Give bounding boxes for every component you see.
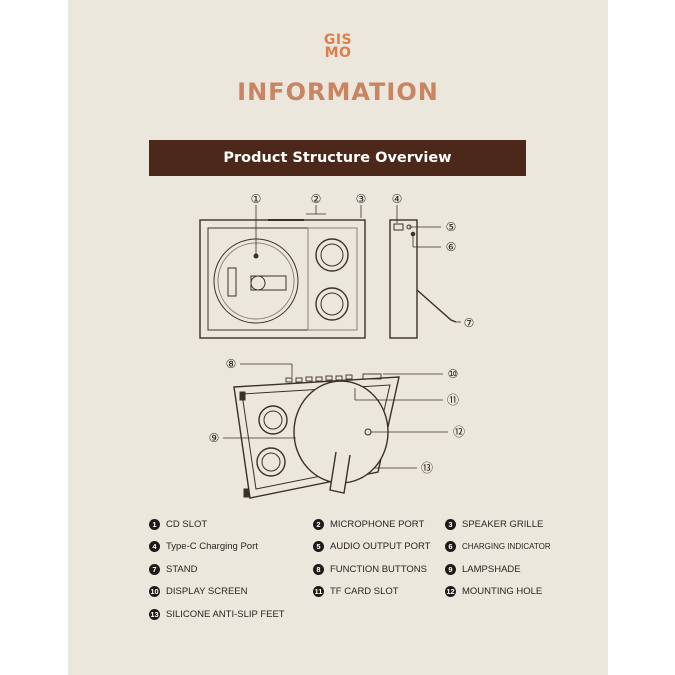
callout-12: ⑫ (453, 425, 465, 439)
speaker-bottom (315, 287, 349, 321)
callout-9: ⑨ (209, 431, 220, 445)
legend-number: 9 (445, 564, 456, 575)
callout-1: ① (251, 192, 262, 206)
speaker-top-inner (320, 243, 344, 267)
legend-label: LAMPSHADE (462, 564, 521, 575)
callout-10: ⑩ (448, 367, 459, 381)
legend-label: AUDIO OUTPUT PORT (330, 541, 431, 552)
side-stand (416, 289, 457, 323)
back-button-7 (345, 374, 353, 380)
legend-item: 5 AUDIO OUTPUT PORT (313, 541, 430, 552)
legend-label: MICROPHONE PORT (330, 519, 425, 530)
side-view (389, 219, 457, 339)
foot-2 (243, 488, 250, 498)
legend-label: DISPLAY SCREEN (166, 586, 248, 597)
speaker-bottom-inner (320, 292, 344, 316)
legend-item: 8 FUNCTION BUTTONS (313, 564, 427, 575)
callout-2: ② (311, 192, 322, 206)
cd-hub (250, 275, 266, 291)
legend-number: 2 (313, 519, 324, 530)
front-frame (199, 219, 366, 339)
side-body (389, 219, 418, 339)
back-button-6 (335, 375, 343, 381)
back-button-2 (295, 377, 303, 383)
legend-number: 7 (149, 564, 160, 575)
cd-arm (250, 275, 287, 291)
callout-numbers: ① ② ③ ④ ⑤ ⑥ ⑦ ⑧ ⑨ ⑩ ⑪ ⑫ ⑬ (209, 192, 475, 475)
section-banner: Product Structure Overview (149, 140, 526, 176)
back-speaker-top-inner (263, 410, 283, 430)
callout-11: ⑪ (447, 393, 459, 407)
legend-item: 7 STAND (149, 564, 198, 575)
front-view (199, 219, 366, 339)
info-page: GIS MO INFORMATION Product Structure Ove… (68, 0, 608, 675)
callout-3: ③ (356, 192, 367, 206)
legend-number: 8 (313, 564, 324, 575)
legend-item: 3 SPEAKER GRILLE (445, 519, 543, 530)
legend-number: 13 (149, 609, 160, 620)
legend-number: 12 (445, 586, 456, 597)
back-stand (329, 451, 351, 494)
legend-label: FUNCTION BUTTONS (330, 564, 427, 575)
callout-7: ⑦ (464, 316, 475, 330)
legend-label: TF CARD SLOT (330, 586, 399, 597)
legend-number: 11 (313, 586, 324, 597)
logo-line-1: GIS (323, 32, 353, 48)
leader-lines (223, 205, 461, 469)
legend-item: 2 MICROPHONE PORT (313, 519, 424, 530)
callout-4: ④ (392, 192, 403, 206)
cd-center-dot (253, 253, 259, 259)
legend-item: 10 DISPLAY SCREEN (149, 586, 247, 597)
legend-label: MOUNTING HOLE (462, 586, 543, 597)
legend-number: 1 (149, 519, 160, 530)
page-title: INFORMATION (237, 78, 439, 106)
legend-item: 13 SILICONE ANTI-SLIP FEET (149, 609, 285, 620)
speaker-top (315, 238, 349, 272)
legend-label: CD SLOT (166, 519, 208, 530)
legend-item: 1 CD SLOT (149, 519, 207, 530)
callout-6: ⑥ (446, 240, 457, 254)
callout-8: ⑧ (226, 357, 237, 371)
legend-number: 4 (149, 541, 160, 552)
back-button-3 (305, 376, 313, 382)
back-speaker-bottom-inner (261, 452, 281, 472)
back-speaker-top (258, 405, 288, 435)
callout-5: ⑤ (446, 220, 457, 234)
back-frame (233, 376, 400, 499)
back-button-4 (315, 376, 323, 382)
back-function-buttons (285, 373, 382, 383)
back-display (362, 373, 382, 380)
foot-1 (239, 391, 246, 401)
legend-label: SPEAKER GRILLE (462, 519, 544, 530)
product-structure-diagram: ① ② ③ ④ ⑤ ⑥ ⑦ ⑧ ⑨ ⑩ ⑪ ⑫ ⑬ (199, 192, 475, 499)
legend-number: 3 (445, 519, 456, 530)
back-button-5 (325, 375, 333, 381)
legend-number: 6 (445, 541, 456, 552)
legend-number: 5 (313, 541, 324, 552)
callout-13: ⑬ (421, 461, 433, 475)
legend-label: CHARGING INDICATOR (462, 542, 551, 551)
cd-label-block (227, 267, 237, 297)
legend-number: 10 (149, 586, 160, 597)
logo-line-2: MO (324, 45, 352, 61)
back-speaker-bottom (256, 447, 286, 477)
legend-item: 12 MOUNTING HOLE (445, 586, 542, 597)
legend-label: SILICONE ANTI-SLIP FEET (166, 609, 285, 620)
speaker-panel (307, 227, 358, 331)
legend-label: Type-C Charging Port (166, 541, 258, 552)
side-usb-port (393, 223, 404, 231)
legend-item: 9 LAMPSHADE (445, 564, 521, 575)
legend-item: 4 Type-C Charging Port (149, 541, 258, 552)
brand-logo: GIS MO (68, 32, 608, 61)
legend-label: STAND (166, 564, 198, 575)
back-button-1 (285, 377, 293, 383)
legend-item: 11 TF CARD SLOT (313, 586, 399, 597)
legend-item: 6 CHARGING INDICATOR (445, 541, 551, 552)
back-view (233, 373, 400, 499)
